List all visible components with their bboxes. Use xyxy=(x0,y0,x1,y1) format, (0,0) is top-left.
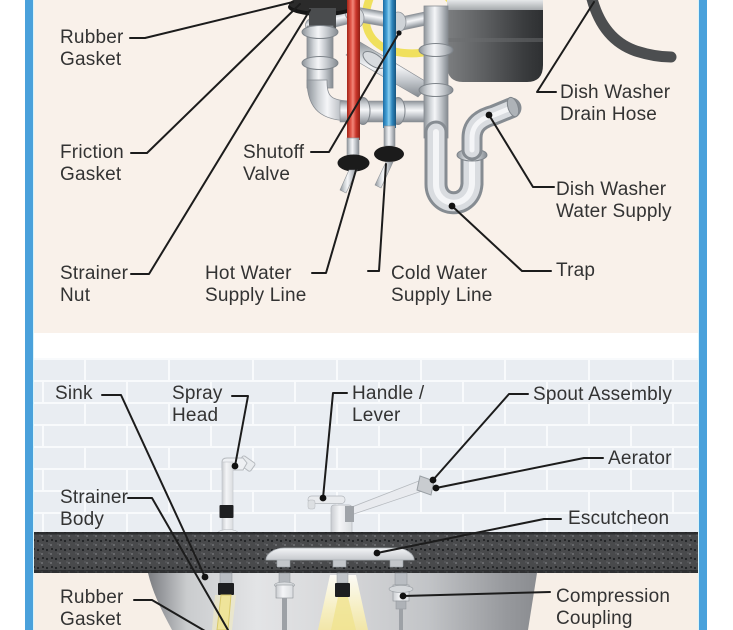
label-hot-water-supply-line: Hot Water Supply Line xyxy=(205,263,307,306)
garbage-disposal xyxy=(447,0,543,82)
dishwasher-drain-hose xyxy=(586,0,677,63)
label-escutcheon: Escutcheon xyxy=(568,508,670,529)
label-dishwasher-water-supply: Dish Washer Water Supply xyxy=(556,179,672,222)
label-spray-head: Spray Head xyxy=(172,383,223,426)
frame-border-right xyxy=(699,0,707,630)
label-shutoff-valve: Shutoff Valve xyxy=(243,142,305,185)
label-rubber-gasket-2: Rubber Gasket xyxy=(60,587,124,630)
label-friction-gasket: Friction Gasket xyxy=(60,142,124,185)
label-cold-water-supply-line: Cold Water Supply Line xyxy=(391,263,493,306)
label-strainer-nut: Strainer Nut xyxy=(60,263,129,306)
cold-water-supply-line xyxy=(374,0,404,189)
label-dishwasher-drain-hose: Dish Washer Drain Hose xyxy=(560,82,671,125)
center-tailpiece-light xyxy=(318,572,368,630)
label-sink: Sink xyxy=(55,383,93,404)
hot-water-supply-line xyxy=(337,0,370,194)
cold-shutoff-handle xyxy=(374,146,404,162)
drain-tailpiece-pipe xyxy=(301,25,353,122)
supply-tube-left xyxy=(274,572,295,630)
spray-hose-tailpiece xyxy=(212,572,236,630)
compression-coupling xyxy=(388,572,414,630)
label-rubber-gasket: Rubber Gasket xyxy=(60,27,124,70)
plumbing-illustration xyxy=(129,0,677,275)
label-compression-coupling: Compression Coupling xyxy=(556,586,671,629)
panel-faucet-sink: Sink Spray Head Handle / Lever Spout Ass… xyxy=(33,358,699,630)
label-strainer-body: Strainer Body xyxy=(60,487,129,530)
label-spout-assembly: Spout Assembly xyxy=(533,384,673,405)
dishwasher-water-supply-pipe xyxy=(461,97,522,161)
handle-lever xyxy=(307,495,346,504)
label-handle-lever: Handle / Lever xyxy=(352,383,425,426)
label-trap: Trap xyxy=(556,260,596,281)
spray-hose xyxy=(216,594,232,630)
p-trap xyxy=(418,5,522,215)
leader-lines-top xyxy=(129,1,595,275)
leader-dots-bottom xyxy=(201,462,440,600)
leader-lines-bottom xyxy=(101,392,604,630)
faucet-illustration xyxy=(33,358,699,630)
leader-dots-top xyxy=(396,30,493,210)
sink-strainer xyxy=(288,0,356,30)
frame-border-left xyxy=(25,0,33,630)
panel-divider xyxy=(33,333,699,358)
hot-shutoff-handle xyxy=(337,154,370,172)
panel-under-sink-plumbing: Rubber Gasket Friction Gasket Strainer N… xyxy=(33,0,699,333)
label-aerator: Aerator xyxy=(608,448,672,469)
spout-joint xyxy=(345,506,354,522)
